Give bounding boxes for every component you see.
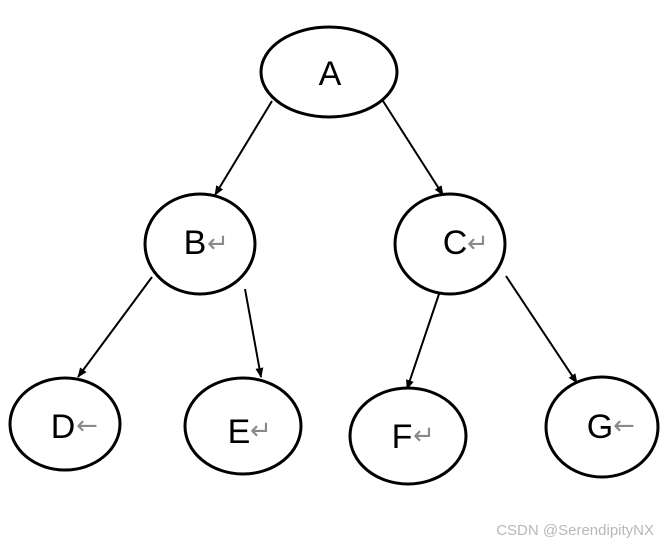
node-f-return-icon: ↵: [413, 421, 435, 451]
node-e: E ↵: [183, 376, 303, 476]
node-d-arrow-icon: ←: [76, 411, 98, 441]
watermark: CSDN @SerendipityNX: [496, 522, 654, 539]
node-g-label: G: [587, 408, 613, 446]
node-e-label: E: [228, 413, 251, 451]
node-a-label: A: [319, 55, 342, 93]
edge-a-b: [214, 100, 273, 196]
edge-a-c: [382, 100, 444, 196]
node-c: C ↵: [393, 192, 507, 296]
node-b-return-icon: ↵: [207, 229, 229, 259]
node-b: B ↵: [143, 192, 257, 296]
node-e-return-icon: ↵: [250, 416, 272, 446]
node-f: F ↵: [348, 386, 468, 486]
edge-b-e: [244, 288, 264, 378]
node-b-label: B: [184, 224, 207, 262]
edge-b-d: [77, 276, 153, 378]
node-c-return-icon: ↵: [467, 229, 489, 259]
node-f-label: F: [392, 418, 413, 456]
node-a: A: [259, 25, 399, 119]
node-g: G ←: [544, 375, 660, 479]
node-g-arrow-icon: ←: [613, 411, 635, 441]
node-d: D ←: [8, 376, 122, 472]
edge-c-g: [505, 275, 578, 384]
node-c-label: C: [443, 224, 468, 262]
node-d-label: D: [51, 408, 76, 446]
edge-c-f: [406, 293, 440, 390]
